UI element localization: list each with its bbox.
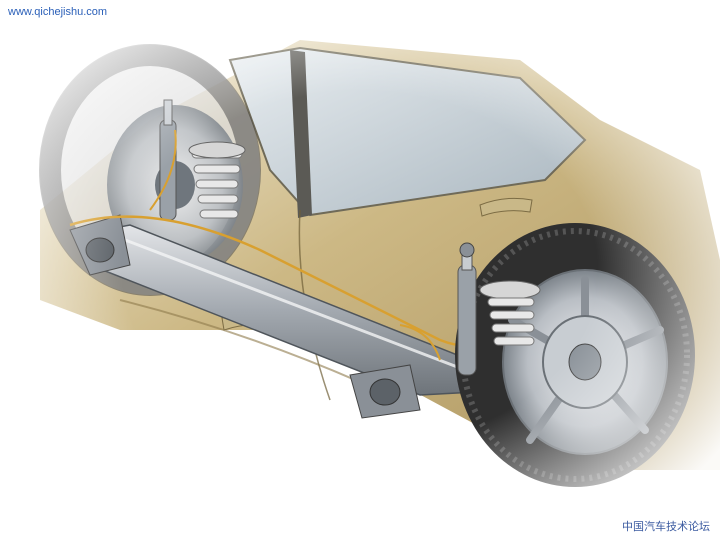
forum-watermark: 中国汽车技术论坛 [622, 520, 710, 533]
site-watermark: www.qichejishu.com [8, 6, 108, 18]
